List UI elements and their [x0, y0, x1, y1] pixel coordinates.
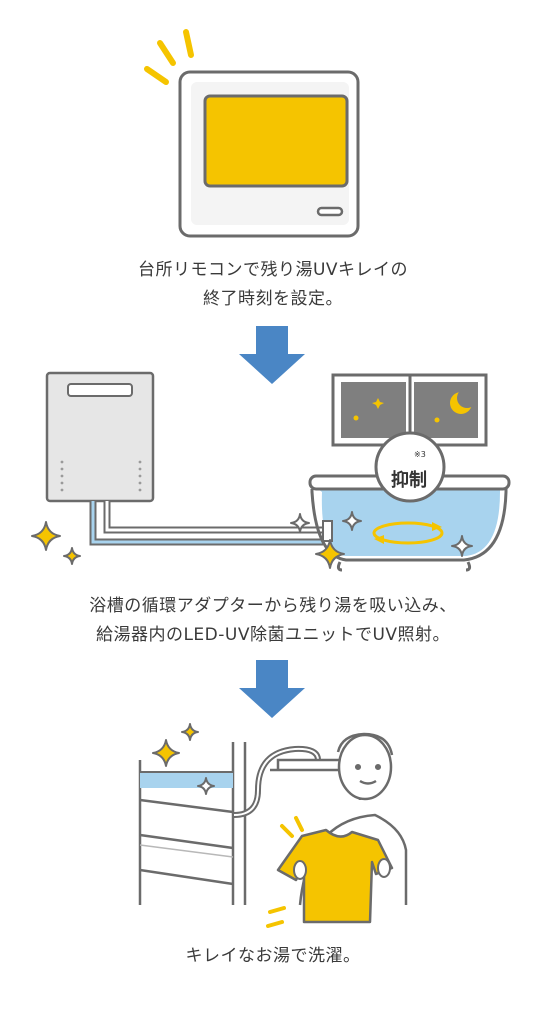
footnote-mark: ※3 [414, 450, 426, 459]
step3-caption: キレイなお湯で洗濯。 [0, 942, 546, 971]
suppression-label: 抑制 [391, 470, 427, 491]
bathtub-side-view [138, 742, 247, 905]
sparkle-icon [152, 723, 215, 795]
suppression-badge [374, 431, 446, 503]
caption-line: 給湯器内のLED-UV除菌ユニットでUV照射。 [95, 625, 451, 645]
down-arrow-icon [239, 326, 305, 384]
caption-line: 台所リモコンで残り湯UVキレイの [137, 260, 409, 280]
water-heater-icon [45, 371, 155, 503]
t-shirt-icon [276, 828, 394, 924]
caption-line: 終了時刻を設定。 [203, 289, 343, 309]
attention-rays-icon [144, 29, 194, 85]
attention-rays-icon [266, 816, 304, 928]
sparkle-icon [31, 511, 473, 569]
remote-controller-icon [178, 70, 360, 238]
bathtub-icon [308, 474, 511, 572]
circulation-pipes [89, 501, 323, 546]
step1-caption: 台所リモコンで残り湯UVキレイの 終了時刻を設定。 [0, 256, 546, 314]
step2-caption: 浴槽の循環アダプターから残り湯を吸い込み、 給湯器内のLED-UV除菌ユニットで… [0, 592, 546, 650]
caption-line: キレイなお湯で洗濯。 [185, 946, 361, 966]
down-arrow-icon [239, 660, 305, 718]
hose-icon [233, 747, 319, 816]
caption-line: 浴槽の循環アダプターから残り湯を吸い込み、 [89, 596, 457, 616]
